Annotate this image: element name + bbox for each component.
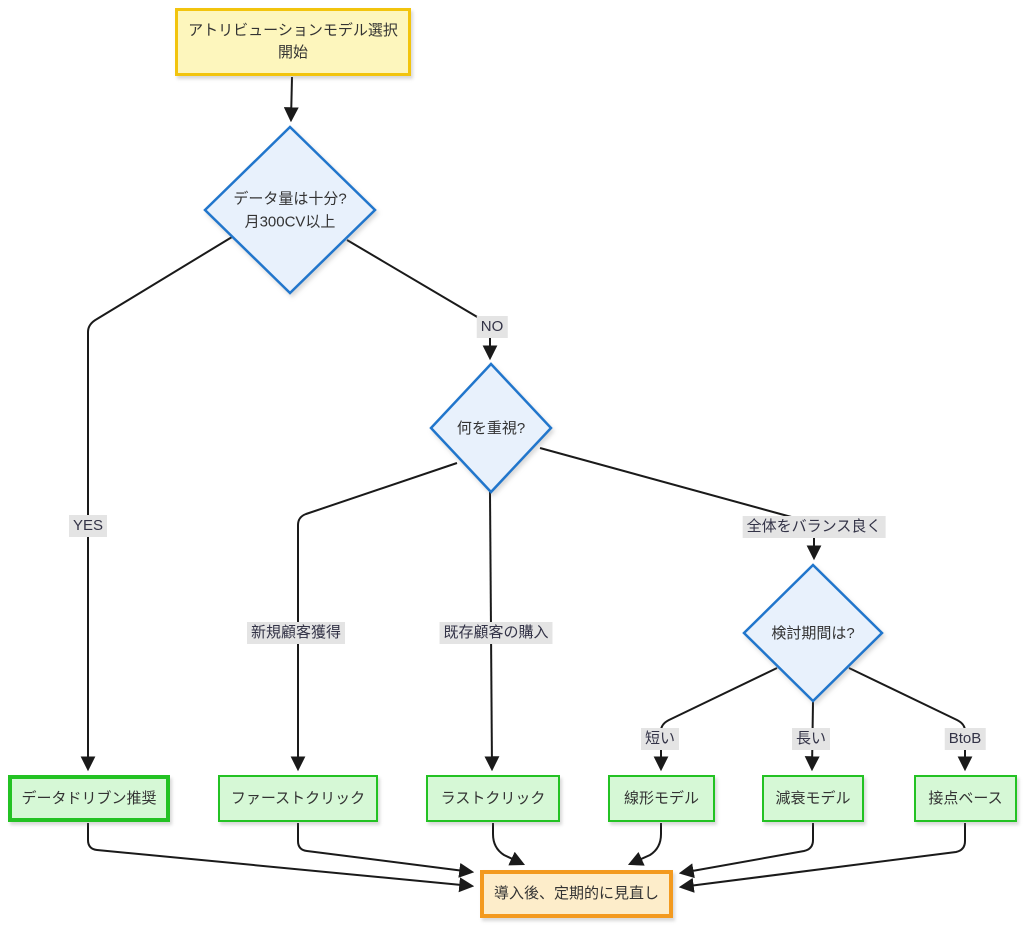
start-node: アトリビューションモデル選択 開始 bbox=[175, 8, 411, 76]
edge-decision2-new-to-result2 bbox=[290, 462, 458, 772]
edge-label-no: NO bbox=[476, 316, 508, 338]
result-first-click-text: ファーストクリック bbox=[230, 789, 366, 807]
start-node-line1: アトリビューションモデル選択 bbox=[188, 22, 398, 40]
result-data-driven-text: データドリブン推奨 bbox=[21, 789, 157, 807]
result-touchpoint-base: 接点ベース bbox=[914, 775, 1017, 822]
edge-label-balance: 全体をバランス良く bbox=[742, 516, 886, 538]
decision-priority-text: 何を重視? bbox=[456, 419, 526, 437]
edge-label-no-text: NO bbox=[480, 318, 504, 335]
result-linear-model-text: 線形モデル bbox=[623, 789, 699, 807]
edge-result5-to-end bbox=[678, 823, 814, 879]
edge-decision1-no-to-decision2 bbox=[346, 239, 498, 361]
decision-period-label: 検討期間は? bbox=[771, 623, 854, 646]
edge-decision1-yes-to-result1 bbox=[80, 236, 233, 772]
decision-period-text: 検討期間は? bbox=[771, 624, 855, 642]
edge-result1-to-end bbox=[87, 823, 475, 893]
edge-label-yes: YES bbox=[68, 515, 108, 537]
decision-data-volume-label: データ量は十分? 月300CV以上 bbox=[233, 189, 346, 234]
edge-label-long-text: 長い bbox=[795, 730, 827, 747]
edge-decision3-btob-to-result6 bbox=[848, 667, 973, 772]
decision-period-shape bbox=[742, 563, 884, 703]
edge-label-yes-text: YES bbox=[72, 517, 104, 534]
decision-priority-label: 何を重視? bbox=[457, 418, 525, 441]
edge-label-new-customer-text: 新規顧客獲得 bbox=[250, 624, 342, 641]
edge-label-new-customer: 新規顧客獲得 bbox=[246, 622, 346, 644]
end-node: 導入後、定期的に見直し bbox=[480, 870, 673, 918]
end-node-text: 導入後、定期的に見直し bbox=[493, 885, 659, 903]
edge-label-short: 短い bbox=[640, 728, 680, 750]
edge-result2-to-end bbox=[297, 823, 475, 878]
edge-label-long: 長い bbox=[791, 728, 831, 750]
edge-result6-to-end bbox=[678, 823, 966, 893]
result-last-click: ラストクリック bbox=[426, 775, 560, 822]
edge-start-to-decision1 bbox=[283, 76, 299, 123]
edge-label-btob-text: BtoB bbox=[948, 730, 982, 747]
edge-label-balance-text: 全体をバランス良く bbox=[746, 518, 882, 535]
decision-data-volume-shape bbox=[203, 125, 377, 295]
result-first-click: ファーストクリック bbox=[218, 775, 378, 822]
edge-decision2-balance-to-decision3 bbox=[539, 447, 822, 561]
edge-label-btob: BtoB bbox=[944, 728, 986, 750]
result-last-click-text: ラストクリック bbox=[440, 789, 546, 807]
start-node-line2: 開始 bbox=[277, 44, 308, 61]
edge-label-existing-customer: 既存顧客の購入 bbox=[439, 622, 553, 644]
result-linear-model: 線形モデル bbox=[608, 775, 715, 822]
edge-decision3-short-to-result4 bbox=[653, 667, 778, 772]
result-decay-model: 減衰モデル bbox=[762, 775, 864, 822]
edge-label-short-text: 短い bbox=[644, 730, 676, 747]
decision-priority-shape bbox=[429, 362, 553, 494]
edge-result4-to-end bbox=[627, 823, 662, 866]
edge-label-existing-customer-text: 既存顧客の購入 bbox=[443, 624, 549, 641]
decision-data-volume-line2: 月300CV以上 bbox=[244, 213, 336, 230]
edge-result3-to-end bbox=[492, 823, 526, 866]
result-decay-model-text: 減衰モデル bbox=[775, 789, 851, 807]
result-data-driven: データドリブン推奨 bbox=[8, 775, 170, 822]
result-touchpoint-base-text: 接点ベース bbox=[928, 789, 1003, 807]
decision-data-volume-line1: データ量は十分? bbox=[233, 190, 347, 208]
